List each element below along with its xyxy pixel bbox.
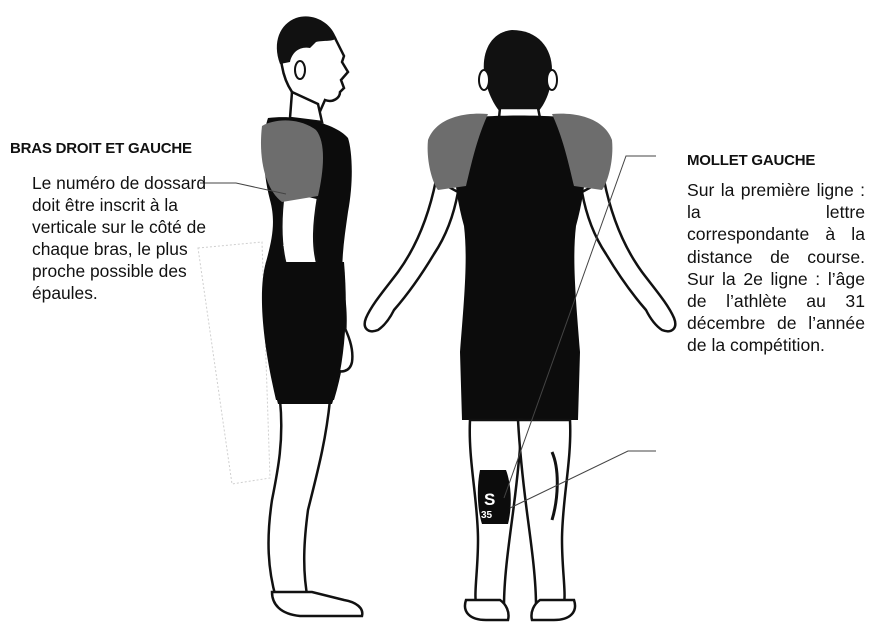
arm-number-1: 2 — [283, 204, 291, 218]
right-heading: MOLLET GAUCHE — [687, 152, 815, 169]
background-sketch — [198, 242, 270, 484]
left-description: Le numéro de dossard doit être inscrit à… — [32, 172, 207, 304]
back-view-figure — [365, 30, 676, 620]
back-arm-right — [582, 180, 675, 331]
side-shorts — [262, 262, 345, 404]
arm-number-2: 3 — [283, 220, 291, 234]
calf-age-number: 35 — [481, 510, 492, 521]
right-description: Sur la première ligne : la lettre corres… — [687, 179, 865, 357]
left-heading: BRAS DROIT ET GAUCHE — [10, 140, 192, 157]
back-leg-right — [518, 420, 570, 606]
back-torso-suit — [454, 116, 586, 421]
side-legs — [269, 400, 330, 600]
side-ear — [295, 61, 305, 79]
back-ear-left — [479, 70, 489, 90]
side-view-figure — [261, 16, 362, 616]
calf-distance-letter: S — [484, 490, 495, 510]
back-arm-left — [365, 180, 458, 331]
back-ear-right — [547, 70, 557, 90]
back-feet — [465, 600, 575, 620]
back-head — [484, 30, 552, 114]
arm-number-3: 4 — [283, 236, 291, 250]
side-feet — [272, 592, 362, 616]
